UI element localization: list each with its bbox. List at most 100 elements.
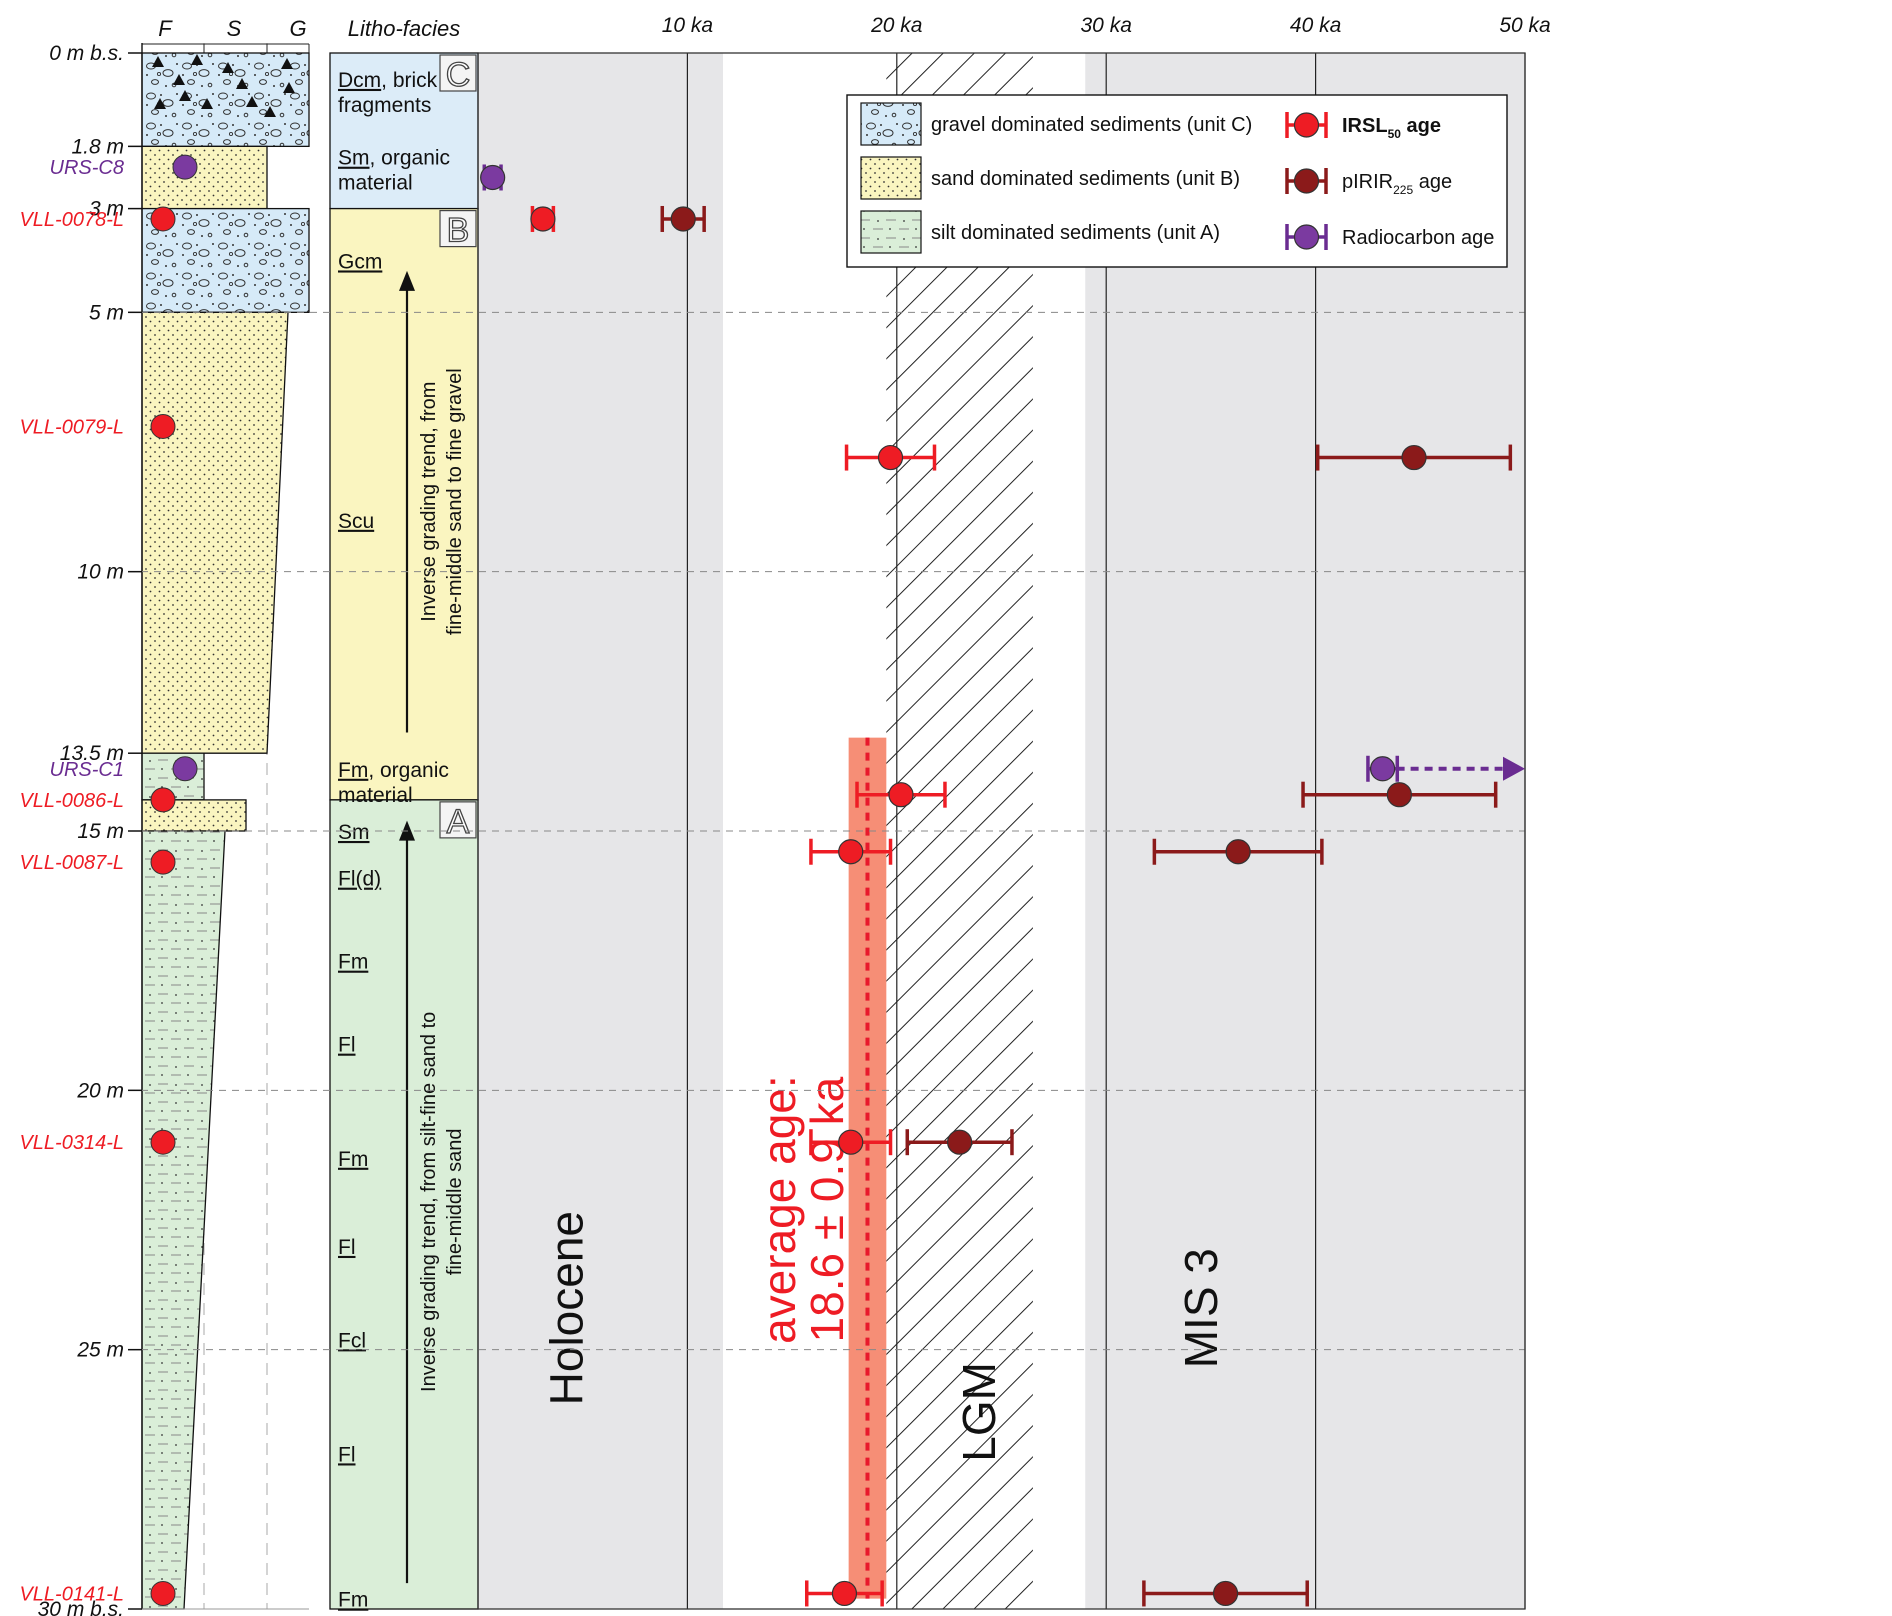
facies-code: Sm	[338, 147, 370, 170]
trend-text: Inverse grading trend, from	[418, 382, 440, 622]
sample-labels: URS-C8VLL-0078-LVLL-0079-LURS-C1VLL-0086…	[19, 154, 198, 1606]
legend-age-main: IRSL	[1342, 115, 1388, 137]
legend-box	[846, 94, 1508, 268]
sample-label: URS-C1	[50, 759, 124, 781]
legend-age-label: Radiocarbon age	[1342, 227, 1494, 249]
period-label: LGM	[953, 1362, 1005, 1462]
age-tick-label: 30 ka	[1081, 14, 1132, 37]
irsl-point	[831, 1580, 858, 1607]
facies-code: Fl(d)	[338, 868, 381, 891]
unit-letter-box	[439, 54, 477, 92]
radiocarbon-point	[480, 164, 506, 191]
pirir-point	[1225, 839, 1251, 865]
trend-arrow-head	[399, 270, 415, 291]
facies-code: Fcl	[338, 1329, 366, 1352]
legend-radio-point	[1293, 224, 1320, 250]
log-sample-dot	[172, 154, 198, 180]
depth-tick-label: 13.5 m	[60, 742, 124, 765]
irsl-point	[838, 1129, 864, 1155]
gravel-triangle	[152, 56, 164, 67]
legend-age-tail: age	[1401, 115, 1441, 137]
facies-label: Fm	[338, 1148, 368, 1171]
average-age-band: average age:18.6 ± 0.9 ka	[753, 737, 887, 1599]
legend-age-sub: 225	[1393, 183, 1413, 197]
depth-tick-label: 10 m	[77, 561, 124, 584]
age-tick-label: 50 ka	[1499, 14, 1550, 37]
facies-desc-line2: fragments	[338, 94, 431, 117]
average-age-value: 18.6 ± 0.9 ka	[801, 1076, 853, 1342]
gravel-triangle	[264, 106, 276, 117]
irsl-point	[888, 782, 914, 808]
facies-label: Fl	[338, 1236, 356, 1259]
irsl-point	[838, 839, 864, 865]
legend-age-label: IRSL50 age	[1342, 115, 1441, 141]
pirir-point	[947, 1129, 973, 1155]
unit-letter-box	[439, 210, 477, 248]
sample-label: VLL-0087-L	[19, 852, 124, 874]
facies-label: Fl	[338, 1034, 356, 1057]
facies-code: Gcm	[338, 250, 382, 273]
depth-tick-label: 5 m	[89, 301, 124, 324]
facies-label: Fl	[338, 1443, 356, 1466]
facies-code: Fm	[338, 1148, 368, 1171]
age-points	[480, 164, 1525, 1607]
facies-label: Gcm	[338, 250, 382, 273]
unit-letter: B	[447, 212, 470, 250]
depth-tick-label: 3 m	[89, 198, 124, 221]
facies-code: Fm	[338, 951, 368, 974]
facies-code: Fm	[338, 759, 368, 782]
pirir-point	[1401, 444, 1427, 471]
gravel-triangle	[179, 90, 191, 101]
depth-tick-label: 30 m b.s.	[38, 1598, 124, 1616]
irsl-point	[530, 206, 556, 232]
unit-letter: A	[447, 803, 470, 841]
depth-tick-label: 20 m	[76, 1079, 124, 1102]
gravel-triangle	[201, 98, 213, 109]
facies-code: Sm	[338, 821, 370, 844]
log-unit-sand	[141, 799, 247, 832]
log-sample-dot	[172, 756, 198, 782]
legend-age-main: pIRIR	[1342, 171, 1393, 193]
pirir-point	[1386, 782, 1412, 808]
facies-label: Dcm, brick	[338, 69, 438, 92]
sample-label: VLL-0314-L	[19, 1132, 124, 1154]
grain-size-label: S	[227, 16, 242, 41]
legend-facies-label: sand dominated sediments (unit B)	[931, 168, 1240, 190]
legend-age-main: Radiocarbon age	[1342, 227, 1494, 249]
average-age-label: average age:	[753, 1075, 805, 1344]
legend-facies-label: silt dominated sediments (unit A)	[931, 222, 1220, 244]
legend-swatch-gravel	[860, 102, 922, 146]
gravel-triangle	[222, 62, 234, 73]
trend-text: Inverse grading trend, from silt-fine sa…	[418, 1012, 440, 1392]
facies-label: Scu	[338, 510, 374, 533]
depth-tick-label: 25 m	[76, 1339, 124, 1362]
legend-age-label: pIRIR225 age	[1342, 171, 1452, 197]
gravel-triangle	[154, 98, 166, 109]
radiocarbon-point	[1370, 756, 1396, 782]
gravel-triangle	[173, 74, 185, 85]
legend-pirir-point	[1293, 168, 1320, 194]
irsl-point	[877, 444, 904, 471]
facies-label: Sm, organic	[338, 147, 450, 170]
sample-label: VLL-0086-L	[19, 790, 124, 812]
period-label: MIS 3	[1175, 1248, 1227, 1368]
legend-swatch-silt	[860, 210, 922, 254]
grain-size-label: G	[289, 16, 306, 41]
legend: gravel dominated sediments (unit C)sand …	[846, 94, 1508, 268]
lithofacies-header: Litho-facies	[348, 16, 461, 41]
age-tick-label: 40 ka	[1290, 14, 1341, 37]
legend-swatch-sand	[860, 156, 922, 200]
sample-label: URS-C8	[50, 157, 124, 179]
facies-desc-line2: material	[338, 784, 413, 807]
grain-size-label: F	[158, 16, 173, 41]
age-tick-label: 10 ka	[662, 14, 713, 37]
trend-text-line2: fine-middle sand to fine gravel	[444, 368, 466, 635]
gravel-triangle	[281, 58, 293, 69]
facies-label: Sm	[338, 821, 370, 844]
log-sample-dot	[150, 1580, 176, 1606]
gravel-triangle	[246, 96, 258, 107]
facies-code: Scu	[338, 510, 374, 533]
gravel-triangle	[191, 54, 203, 65]
